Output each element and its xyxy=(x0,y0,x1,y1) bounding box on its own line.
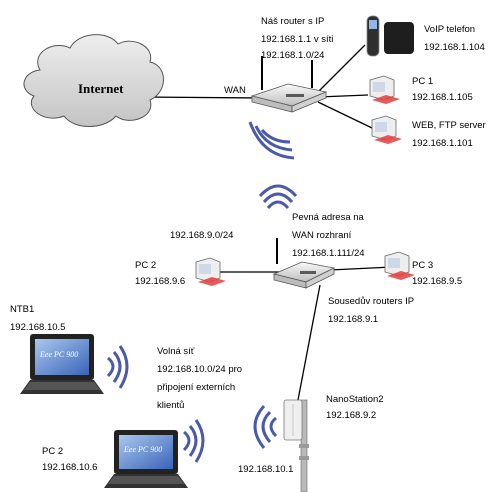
wifi-waves-nanostation-icon xyxy=(253,404,278,449)
link-router-pc3 xyxy=(329,266,393,271)
second-router-line2: WAN rozhraní xyxy=(292,230,352,241)
free-net-line2: 192.168.10.0/24 pro xyxy=(157,364,242,375)
pc3-name: PC 3 xyxy=(412,260,433,271)
cloud-shape xyxy=(23,34,164,127)
pc2-top-ip: 192.168.9.6 xyxy=(135,276,185,287)
server-name: WEB, FTP server xyxy=(412,120,486,131)
pc1-ip: 192.168.1.105 xyxy=(412,92,473,103)
pc2-bottom-name: PC 2 xyxy=(42,446,63,457)
main-router-icon xyxy=(250,56,328,113)
pc3-ip: 192.168.9.5 xyxy=(412,276,462,287)
wifi-waves-ntb1-icon xyxy=(106,345,129,389)
main-router-line3: 192.168.1.0/24 xyxy=(261,50,324,61)
cloud-label: Internet xyxy=(78,81,124,96)
server-ip: 192.168.1.101 xyxy=(412,138,473,149)
ntb1-brand: Eee PC 900 xyxy=(39,350,78,359)
internet-cloud: Internet xyxy=(23,34,164,127)
free-net-line3: připojení externích xyxy=(157,382,235,393)
voip-name: VoIP telefon xyxy=(424,24,475,35)
free-net-line1: Volná síť xyxy=(157,346,195,357)
link-router-server xyxy=(317,101,373,129)
pc2-bottom-laptop-icon: Eee PC 900 xyxy=(104,430,188,488)
pc2-top-name: PC 2 xyxy=(135,260,156,271)
wifi-waves-main-router-icon xyxy=(248,121,295,160)
pc1-name: PC 1 xyxy=(412,76,433,87)
pc2-bottom-ip: 192.168.10.6 xyxy=(42,462,97,473)
voip-ip: 192.168.1.104 xyxy=(424,42,485,53)
second-router-icon xyxy=(272,238,336,289)
wan-label: WAN xyxy=(224,85,246,96)
nanostation-ip-bottom: 192.168.10.1 xyxy=(238,464,293,475)
nanostation-name: NanoStation2 xyxy=(326,394,384,405)
server-icon xyxy=(371,115,402,144)
main-router-line1: Náš router s IP xyxy=(261,16,324,27)
neighbor-router-line2: 192.168.9.1 xyxy=(328,314,378,325)
link-internet-router xyxy=(139,96,263,99)
nanostation-ip: 192.168.9.2 xyxy=(326,410,376,421)
ntb1-ip: 192.168.10.5 xyxy=(10,322,65,333)
main-router-line2: 192.168.1.1 v síti xyxy=(261,34,333,45)
link-router-nanostation xyxy=(297,284,321,401)
free-net-line4: klientů xyxy=(157,400,184,411)
subnet-9-label: 192.168.9.0/24 xyxy=(170,230,233,241)
wifi-waves-second-router-icon xyxy=(258,184,298,210)
second-router-line3: 192.168.1.111/24 xyxy=(292,248,365,259)
ntb1-name: NTB1 xyxy=(10,304,34,315)
pc2-bottom-brand: Eee PC 900 xyxy=(123,445,162,454)
pc2-top-icon xyxy=(195,257,226,286)
pc3-icon xyxy=(384,251,415,280)
nanostation-icon xyxy=(283,399,309,492)
neighbor-router-line1: Sousedův routers IP xyxy=(328,296,414,307)
pc1-icon xyxy=(369,75,400,104)
link-router-voip xyxy=(317,44,366,93)
voip-phone-icon xyxy=(366,15,414,57)
second-router-line1: Pevná adresa na xyxy=(292,212,365,223)
wifi-waves-pc2-bottom-icon xyxy=(182,419,205,463)
ntb1-laptop-icon: Eee PC 900 xyxy=(20,334,104,394)
